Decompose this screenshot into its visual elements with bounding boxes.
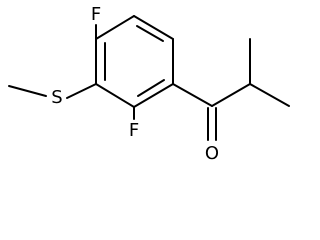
molecule-structure: F F S O (8, 4, 290, 164)
molecule-diagram: F F S O (8, 4, 290, 164)
bond-ring-inner-2 (137, 79, 165, 97)
bond-ring-carbonyl (172, 83, 213, 107)
bond-ring-5 (95, 83, 135, 108)
bond-sulfur-methyl (8, 85, 47, 97)
bond-ring-1 (95, 15, 135, 40)
bond-ring-4 (133, 83, 174, 108)
bond-branch-right (249, 83, 290, 107)
oxygen-label: O (205, 143, 219, 164)
fluorine-label-bottom: F (129, 120, 139, 141)
bond-ring-inner-1 (136, 25, 164, 42)
bond-carbonyl-branch (211, 83, 251, 107)
fluorine-label-top: F (91, 4, 101, 25)
bond-sulfur-ring (66, 83, 97, 99)
bond-ring-2 (133, 15, 174, 40)
sulfur-label: S (51, 87, 62, 108)
